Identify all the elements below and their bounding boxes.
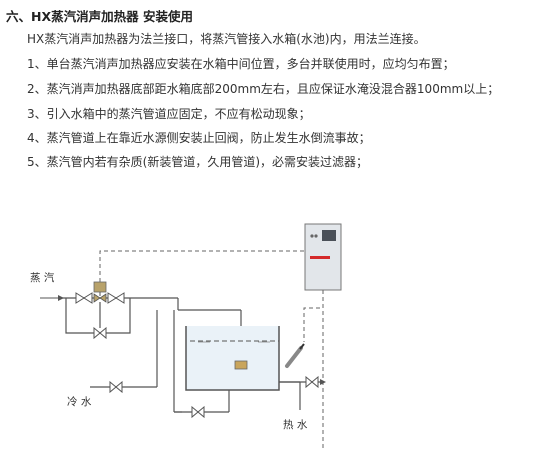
- display-screen: [322, 230, 336, 241]
- control-valve: [93, 281, 107, 328]
- hot-water-pipework: [279, 375, 326, 410]
- cold-water-pipework: [90, 310, 230, 419]
- installation-diagram: 蒸 汽 冷 水 热 水: [30, 223, 342, 448]
- list-item: 2、蒸汽消声加热器底部距水箱底部200mm左右，且应保证水淹没混合器100mm以…: [27, 82, 500, 96]
- cold-water-label: 冷 水: [67, 395, 92, 408]
- list-item: 3、引入水箱中的蒸汽管道应固定，不应有松动现象；: [27, 107, 311, 121]
- list-item: 5、蒸汽管内若有杂质(新装管道，久用管道)，必需安装过滤器；: [27, 155, 369, 169]
- section-heading: 六、HX蒸汽消声加热器 安装使用: [6, 9, 193, 24]
- temperature-probe: [285, 343, 305, 368]
- list-item: 1、单台蒸汽消声加热器应安装在水箱中间位置，多台并联使用时，应均匀布置；: [27, 57, 455, 71]
- hot-water-label: 热 水: [283, 418, 308, 431]
- steam-valves: [75, 292, 125, 340]
- steam-label: 蒸 汽: [30, 271, 55, 284]
- intro-paragraph: HX蒸汽消声加热器为法兰接口，将蒸汽管接入水箱(水池)内，用法兰连接。: [27, 32, 426, 46]
- control-cabinet: [304, 223, 342, 291]
- water-tank: [185, 326, 280, 391]
- list-item: 4、蒸汽管道上在靠近水源侧安装止回阀，防止发生水倒流事故；: [27, 131, 371, 145]
- panel-indicator: [310, 256, 330, 259]
- signal-lines: [99, 250, 324, 448]
- steam-heater: [234, 360, 248, 370]
